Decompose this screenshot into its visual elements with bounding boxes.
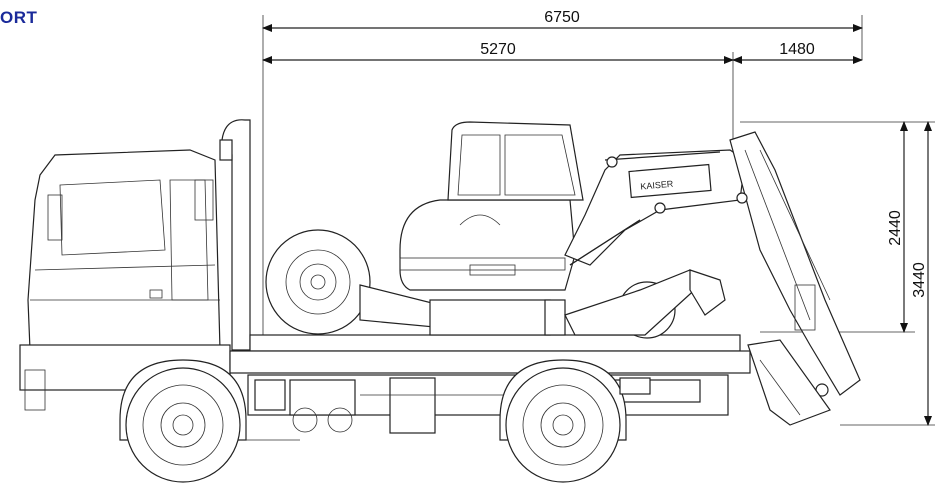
front-wheel [119,359,247,483]
dimension-lines [262,15,935,426]
excavator-boom: KAISER [564,149,746,266]
excavator-bucket [747,339,831,426]
truck-bed [229,334,751,434]
excavator-arm [729,131,861,397]
label-bed-length: 5270 [480,41,516,58]
excavator-outrigger [359,284,566,336]
excavator-wheel-small [564,269,726,339]
label-total-height: 3440 [911,262,928,298]
label-overall-length: 6750 [544,9,580,26]
exhaust-stack [219,119,251,351]
excavator-wheel-large [265,229,371,335]
rear-wheel [499,359,627,483]
excavator-cylinder [569,219,641,266]
excavator-body [399,121,584,291]
label-overhang: 1480 [779,41,815,58]
chassis-details [240,377,651,441]
label-excavator-height: 2440 [887,210,904,246]
page-title: ORT [0,8,38,27]
excavator-brand-label: KAISER [640,179,674,192]
